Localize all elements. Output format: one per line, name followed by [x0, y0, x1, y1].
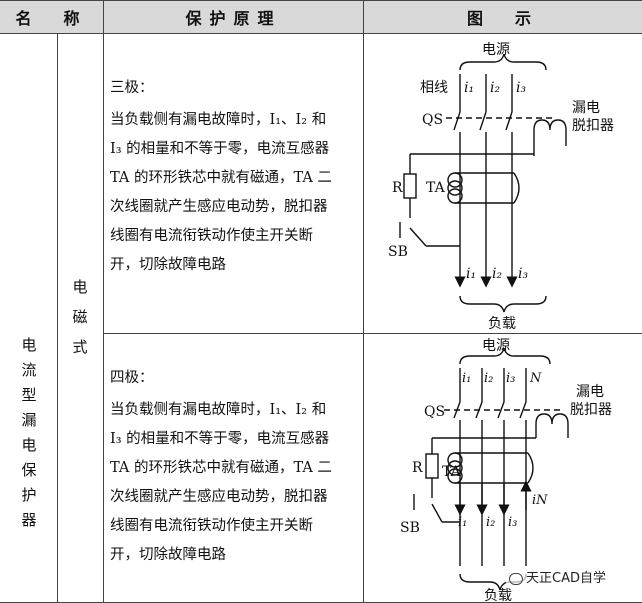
- label-sb: SB: [400, 520, 420, 536]
- label-i2-top: i₂: [490, 80, 500, 96]
- load-brace: [459, 295, 547, 313]
- label-i3-bottom: i₃: [518, 266, 528, 282]
- label-trip-2: 脱扣器: [570, 402, 612, 418]
- label-i2-bottom: i₂: [492, 266, 502, 282]
- table-top-rule: [0, 0, 642, 1]
- ta-ring-end: [513, 172, 520, 204]
- label-ta: TA: [442, 464, 462, 480]
- switch-blade-2: [479, 111, 487, 131]
- trip-coil: [535, 413, 569, 438]
- switch-blade-1: [453, 111, 461, 131]
- row-divider: [103, 333, 642, 334]
- header-figure: 图 示: [364, 0, 642, 33]
- label-source: 电源: [482, 338, 510, 354]
- ta-core-2: [447, 180, 463, 196]
- label-load: 负载: [488, 316, 516, 332]
- sb-contact: [409, 227, 427, 247]
- source-brace: [459, 347, 551, 365]
- watermark: 天正CAD自学: [506, 567, 609, 586]
- header-principle: 保护原理: [104, 0, 363, 33]
- wechat-icon: [509, 572, 523, 585]
- label-i1-bottom: i₁: [458, 515, 467, 530]
- device-type-vertical: 电磁式: [72, 278, 88, 356]
- ta-core-2: [447, 460, 463, 476]
- label-phase: 相线: [420, 80, 448, 96]
- label-i1-bottom: i₁: [466, 266, 476, 282]
- label-n-top: N: [529, 371, 542, 386]
- col-divider-1: [57, 33, 58, 603]
- label-qs: QS: [422, 112, 443, 128]
- switch-blade-3: [505, 111, 513, 131]
- label-source: 电源: [482, 42, 510, 58]
- label-load: 负载: [484, 588, 512, 602]
- label-trip-1: 漏电: [576, 384, 604, 400]
- col-divider-2: [103, 0, 104, 603]
- label-ta: TA: [426, 180, 446, 196]
- header-bottom-rule: [0, 33, 642, 34]
- switch-blade-3: [497, 401, 505, 419]
- principle-four-pole: 四极： 当负载侧有漏电故障时，I₁、I₂ 和 I₃ 的相量和不等于零，电流互感器…: [110, 370, 332, 563]
- col-divider-3: [363, 0, 364, 603]
- label-r: R: [392, 180, 403, 196]
- trip-coil: [533, 119, 567, 146]
- label-i3-bottom: i₃: [508, 515, 517, 530]
- diagram-four-pole: 电源 i₁ i₂ i₃ N QS 漏电 脱扣器 R TA SB iN i₁ i₂…: [400, 338, 612, 602]
- label-trip-2: 脱扣器: [572, 118, 614, 134]
- label-trip-1: 漏电: [572, 100, 600, 116]
- diagram-three-pole: 电源 相线 i₁ i₂ i₃ QS 漏电 脱扣器 R TA SB i₁ i₂ i…: [388, 42, 614, 332]
- resistor-r: [425, 453, 439, 479]
- header-name: 名 称: [0, 0, 103, 33]
- principle-three-pole: 三极： 当负载侧有漏电故障时，I₁、I₂ 和 I₃ 的相量和不等于零，电流互感器…: [110, 80, 332, 273]
- label-i2-top: i₂: [484, 371, 493, 386]
- label-qs: QS: [424, 404, 445, 420]
- switch-blade-n: [519, 401, 527, 419]
- device-name-vertical: 电流 型漏 电保 护器: [21, 336, 37, 529]
- label-i1-top: i₁: [464, 80, 474, 96]
- label-in: iN: [532, 493, 548, 508]
- resistor-r: [403, 173, 417, 199]
- sb-contact: [431, 503, 443, 523]
- source-brace: [459, 53, 547, 71]
- label-i3-top: i₃: [516, 80, 526, 96]
- label-i2-bottom: i₂: [486, 515, 495, 530]
- label-i3-top: i₃: [506, 371, 515, 386]
- label-r: R: [412, 460, 423, 476]
- label-sb: SB: [388, 244, 408, 260]
- label-i1-top: i₁: [462, 371, 471, 386]
- ta-ring-end: [527, 452, 534, 484]
